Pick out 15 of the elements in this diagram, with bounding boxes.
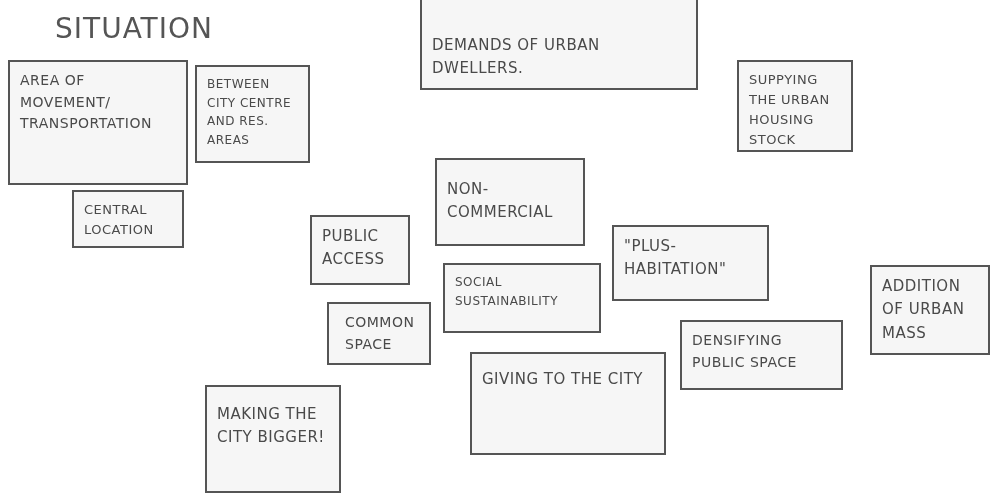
sketch-box: SUPPYING THE URBAN HOUSING STOCK (737, 60, 853, 152)
sketch-box: NON-COMMERCIAL (435, 158, 585, 246)
sketch-box: SOCIAL SUSTAINABILITY (443, 263, 601, 333)
sketch-box: AREA OF MOVEMENT/ TRANSPORTATION (8, 60, 188, 185)
sketch-box: CENTRAL LOCATION (72, 190, 184, 248)
heading: SITUATION (55, 12, 213, 45)
sketch-box: "PLUS-HABITATION" (612, 225, 769, 301)
sketch-box: COMMON SPACE (327, 302, 431, 365)
sketch-box: BETWEEN CITY CENTRE AND RES. AREAS (195, 65, 310, 163)
sketch-box: ADDITION OF URBAN MASS (870, 265, 990, 355)
sketch-box: DENSIFYING PUBLIC SPACE (680, 320, 843, 390)
sketch-box: DEMANDS OF URBAN DWELLERS. (420, 0, 698, 90)
sketch-box: MAKING THE CITY BIGGER! (205, 385, 341, 493)
sketch-box: GIVING TO THE CITY (470, 352, 666, 455)
sketch-box: PUBLIC ACCESS (310, 215, 410, 285)
